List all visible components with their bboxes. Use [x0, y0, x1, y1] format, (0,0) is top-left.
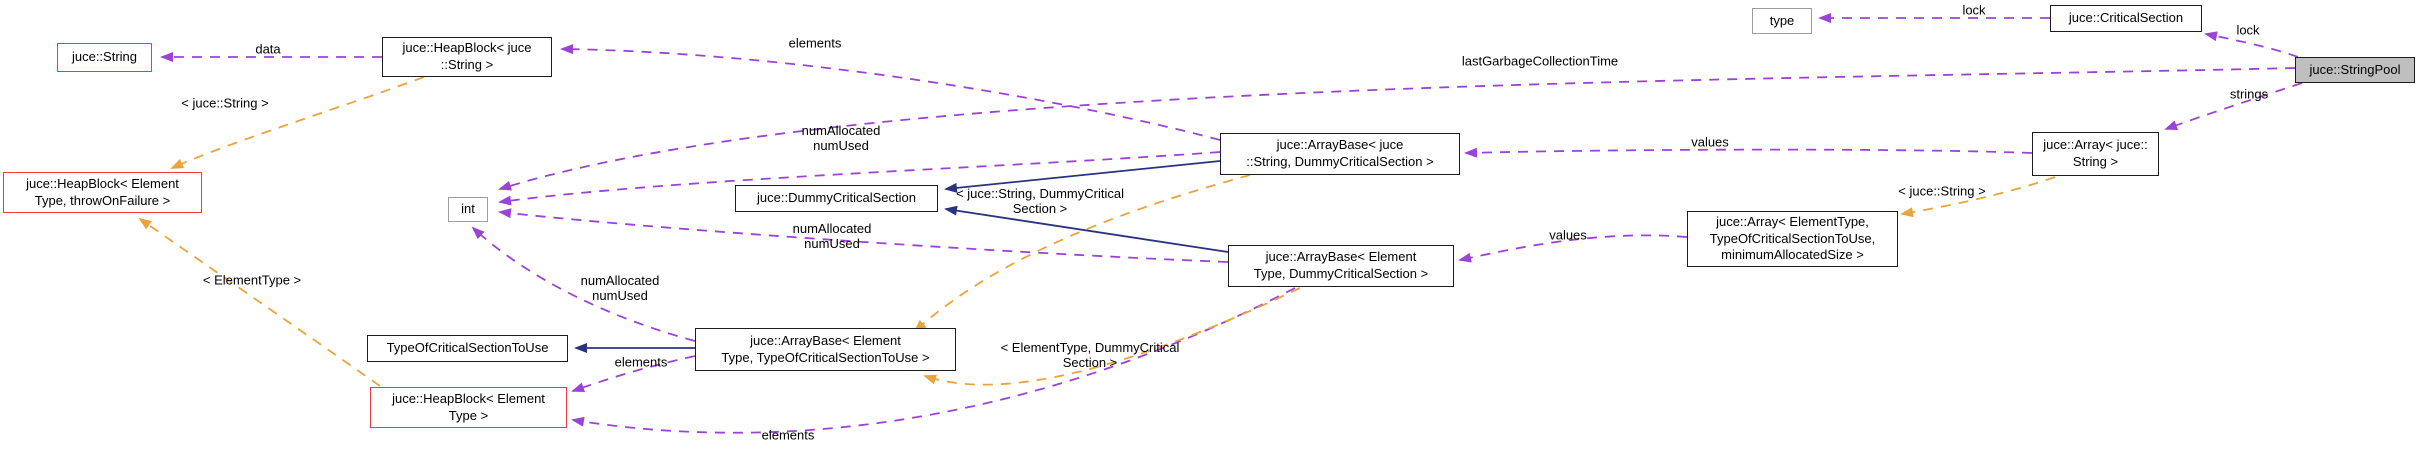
edge-lock-2	[2204, 31, 2299, 58]
node-arraybase-element-dummy[interactable]: juce::ArrayBase< Element Type, DummyCrit…	[1228, 245, 1454, 287]
node-int[interactable]: int	[448, 197, 488, 222]
edge-values-2	[1458, 234, 1688, 263]
node-typeof-critical-section[interactable]: TypeOfCriticalSectionToUse	[367, 335, 568, 362]
edge-num-allocated-1	[498, 151, 1221, 206]
edge-tmpl-juce-string-2	[1900, 176, 2056, 218]
edge-num-allocated-3	[471, 226, 696, 342]
node-type[interactable]: type	[1752, 8, 1812, 34]
edge-values-1	[1464, 147, 2033, 158]
edge-elements-top	[560, 44, 1221, 141]
edge-elements-2	[571, 355, 696, 393]
node-dummy-critical-section[interactable]: juce::DummyCriticalSection	[735, 185, 938, 212]
edge-inherit-string-dummy	[944, 160, 1221, 193]
edge-tmpl-juce-string-1	[170, 76, 425, 169]
node-heapblock-element-throw[interactable]: juce::HeapBlock< Element Type, throwOnFa…	[3, 172, 202, 213]
node-arraybase-element-typeof[interactable]: juce::ArrayBase< Element Type, TypeOfCri…	[695, 328, 956, 371]
node-string-pool[interactable]: juce::StringPool	[2295, 57, 2415, 83]
edge-tmpl-element-dummy	[923, 287, 1301, 386]
edge-elements-3	[571, 287, 1296, 434]
node-critical-section[interactable]: juce::CriticalSection	[2050, 5, 2202, 32]
node-array-juce-string[interactable]: juce::Array< juce:: String >	[2032, 132, 2159, 176]
edge-tmpl-string-dummy	[913, 174, 1251, 333]
edge-last-garbage	[498, 67, 2296, 191]
edge-tmpl-elementtype	[138, 217, 381, 387]
node-heapblock-elementtype[interactable]: juce::HeapBlock< Element Type >	[370, 387, 567, 428]
edge-num-allocated-2	[498, 208, 1229, 263]
node-juce-string[interactable]: juce::String	[57, 43, 152, 72]
node-heapblock-juce-string[interactable]: juce::HeapBlock< juce ::String >	[382, 37, 552, 77]
node-array-elementtype[interactable]: juce::Array< ElementType, TypeOfCritical…	[1687, 211, 1898, 267]
edge-strings	[2164, 82, 2303, 130]
edge-inherit-element-dummy	[944, 205, 1229, 253]
node-arraybase-string-dummy[interactable]: juce::ArrayBase< juce ::String, DummyCri…	[1220, 133, 1460, 175]
